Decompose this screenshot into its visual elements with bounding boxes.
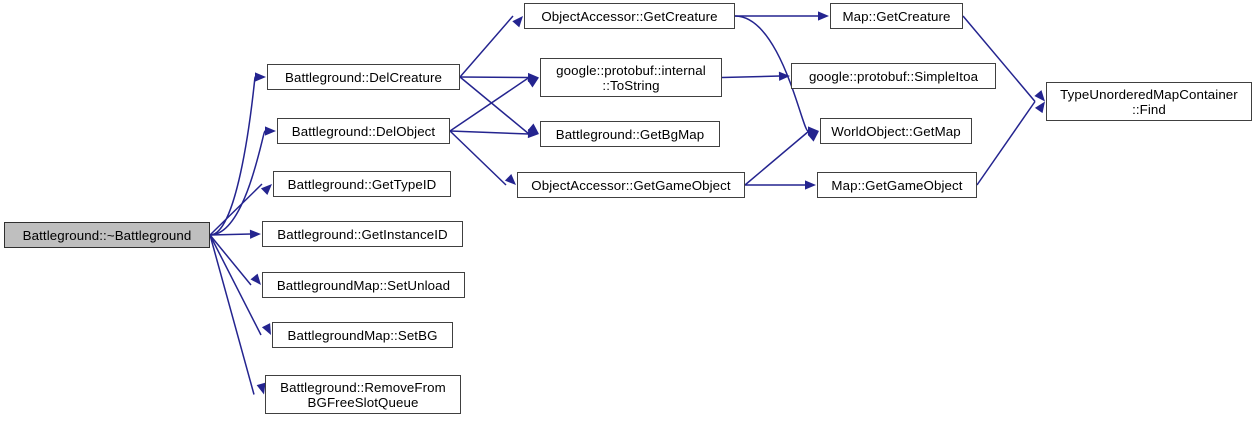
edge-delobject-to-oa_getgameobject [449, 130, 507, 186]
edge-root-to-delobject [209, 130, 266, 236]
graph-node-label: BattlegroundMap::SetUnload [276, 277, 451, 293]
edge-arrowhead [504, 174, 516, 185]
graph-node-label: TypeUnorderedMapContainer ::Find [1060, 86, 1238, 117]
graph-node-label: Battleground::~Battleground [22, 227, 192, 243]
graph-node-getinstanceid[interactable]: Battleground::GetInstanceID [262, 221, 463, 247]
graph-node-setbg[interactable]: BattlegroundMap::SetBG [272, 322, 453, 348]
edge-arrowhead [805, 180, 816, 190]
edge-arrowhead [250, 273, 261, 285]
graph-node-label: Battleground::DelObject [291, 123, 436, 139]
edge-arrowhead [808, 126, 819, 136]
edge-arrowhead [1034, 101, 1045, 114]
edge-arrowhead [1034, 90, 1045, 102]
edge-arrowhead [527, 128, 539, 139]
graph-node-gettypeid[interactable]: Battleground::GetTypeID [273, 171, 451, 197]
graph-node-delcreature[interactable]: Battleground::DelCreature [267, 64, 460, 90]
edge-root-to-setbg [209, 234, 262, 336]
graph-node-map_getgameobject[interactable]: Map::GetGameObject [817, 172, 977, 198]
graph-node-getbgmap[interactable]: Battleground::GetBgMap [540, 121, 720, 147]
edge-delcreature-to-oa_getcreature [459, 15, 514, 78]
graph-node-label: WorldObject::GetMap [831, 123, 961, 139]
graph-node-setunload[interactable]: BattlegroundMap::SetUnload [262, 272, 465, 298]
graph-node-label: Map::GetCreature [842, 8, 951, 24]
edge-delcreature-to-tostring [459, 76, 530, 79]
graph-node-label: Battleground::GetTypeID [287, 176, 437, 192]
edge-delcreature-to-getbgmap [459, 76, 530, 135]
graph-node-map_getcreature[interactable]: Map::GetCreature [830, 3, 963, 29]
edge-arrowhead [260, 184, 272, 195]
graph-node-label: google::protobuf::internal ::ToString [556, 62, 706, 93]
graph-node-label: Battleground::GetInstanceID [277, 226, 448, 242]
edge-arrowhead [527, 72, 539, 83]
graph-node-label: ObjectAccessor::GetCreature [541, 8, 718, 24]
edge-oa_getgameobject-to-wo_getmap [744, 130, 810, 186]
edge-arrowhead [778, 71, 790, 81]
edge-map_getgameobject-to-typeunordered_find [976, 101, 1036, 186]
edge-arrowhead [265, 126, 276, 136]
graph-node-label: BattlegroundMap::SetBG [287, 327, 438, 343]
edge-delobject-to-tostring [449, 76, 530, 132]
graph-node-oa_getcreature[interactable]: ObjectAccessor::GetCreature [524, 3, 735, 29]
graph-node-simpleitoa[interactable]: google::protobuf::SimpleItoa [791, 63, 996, 89]
graph-node-oa_getgameobject[interactable]: ObjectAccessor::GetGameObject [517, 172, 745, 198]
graph-node-delobject[interactable]: Battleground::DelObject [277, 118, 450, 144]
edge-arrowhead [527, 123, 539, 134]
edge-tostring-to-simpleitoa [721, 75, 781, 79]
edge-arrowhead [818, 11, 829, 21]
graph-node-removefrom[interactable]: Battleground::RemoveFrom BGFreeSlotQueue [265, 375, 461, 414]
edge-arrowhead [255, 72, 266, 82]
graph-node-wo_getmap[interactable]: WorldObject::GetMap [820, 118, 972, 144]
graph-node-label: Battleground::GetBgMap [555, 126, 705, 142]
edge-root-to-getinstanceid [209, 233, 252, 236]
graph-node-tostring[interactable]: google::protobuf::internal ::ToString [540, 58, 722, 97]
graph-node-label: Battleground::DelCreature [285, 69, 442, 85]
edge-arrowhead [527, 77, 539, 88]
edge-root-to-delcreature [209, 76, 256, 236]
edge-arrowhead [249, 229, 261, 239]
edge-root-to-gettypeid [209, 183, 263, 236]
graph-node-root[interactable]: Battleground::~Battleground [4, 222, 210, 248]
edge-root-to-setunload [209, 234, 252, 286]
graph-node-label: Map::GetGameObject [831, 177, 963, 193]
edge-root-to-removefrom [209, 234, 255, 395]
graph-node-label: ObjectAccessor::GetGameObject [531, 177, 731, 193]
graph-node-typeunordered_find[interactable]: TypeUnorderedMapContainer ::Find [1046, 82, 1252, 121]
graph-node-label: google::protobuf::SimpleItoa [808, 68, 979, 84]
graph-node-label: Battleground::RemoveFrom BGFreeSlotQueue [280, 379, 446, 410]
edge-arrowhead [512, 16, 523, 28]
edge-arrowhead [261, 323, 271, 335]
edge-arrowhead [807, 131, 819, 142]
edge-delobject-to-getbgmap [449, 130, 530, 135]
